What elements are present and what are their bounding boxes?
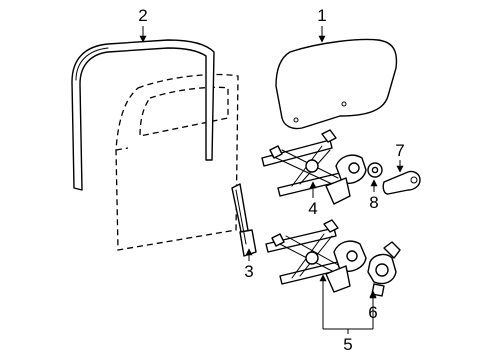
leader-5c	[323, 328, 373, 334]
connector-part	[382, 170, 421, 195]
weatherstrip-part	[71, 39, 215, 191]
regulator-motor-assembly-part	[265, 219, 367, 293]
regulator-part	[261, 129, 367, 205]
callout-6: 6	[368, 303, 377, 322]
window-motor-part	[367, 241, 401, 297]
callout-1: 1	[317, 6, 326, 25]
leader-lines	[139, 26, 404, 334]
callout-2: 2	[138, 6, 147, 25]
door-shell-outline	[115, 73, 239, 251]
callout-3: 3	[244, 262, 253, 281]
callout-7: 7	[395, 141, 404, 160]
door-glass-part	[275, 38, 398, 130]
run-channel-part	[231, 183, 257, 257]
callout-5: 5	[343, 335, 352, 354]
callout-8: 8	[369, 193, 378, 212]
callout-4: 4	[308, 199, 317, 218]
washer-part	[367, 162, 383, 178]
callout-labels: 1 2 3 4 5 6 7 8	[138, 6, 404, 354]
